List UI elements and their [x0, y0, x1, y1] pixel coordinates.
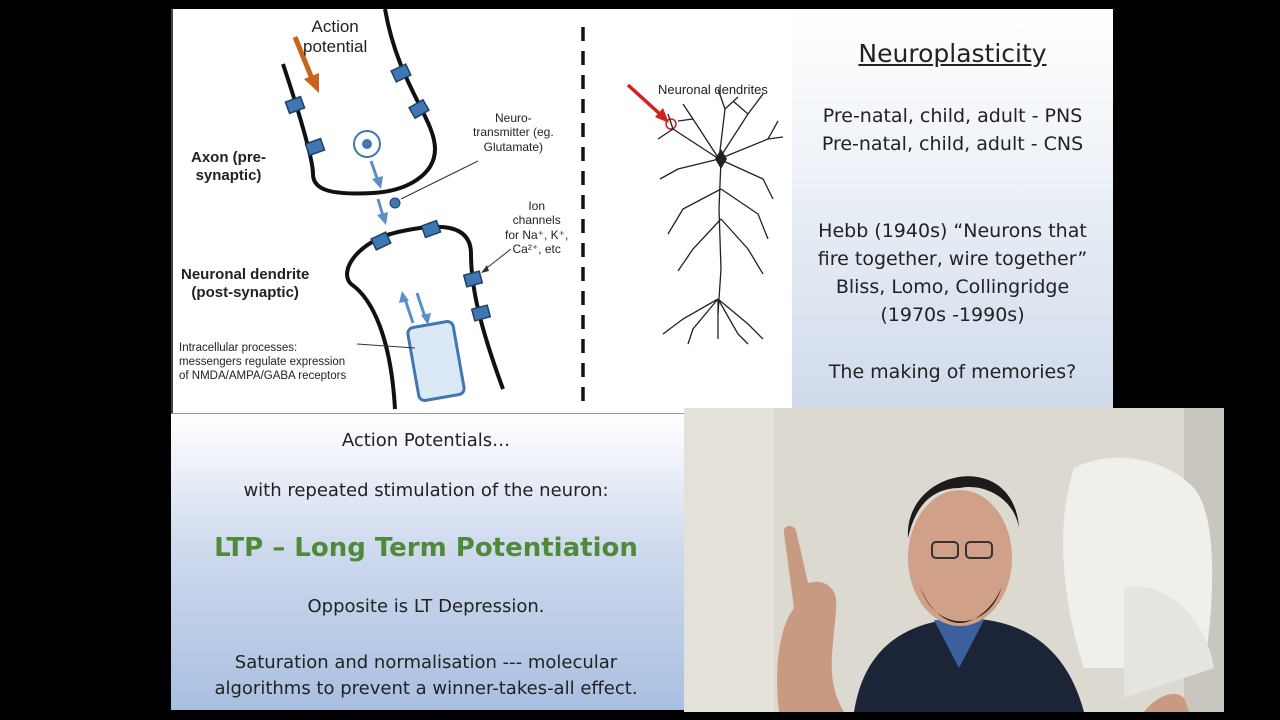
- face: [908, 490, 1012, 626]
- hair: [907, 476, 1019, 538]
- neuronal-dendrites-label: Neuronal dendrites: [658, 82, 768, 97]
- jacket: [854, 618, 1084, 712]
- ion-channel: [390, 63, 412, 83]
- opposite-line: Opposite is LT Depression.: [307, 596, 545, 617]
- pillow-shadow: [1124, 586, 1214, 698]
- label-line: Action: [311, 17, 359, 36]
- ion-channel: [370, 231, 392, 251]
- down-arrowhead: [421, 313, 431, 325]
- label-line: potential: [303, 37, 368, 57]
- glasses-left: [931, 541, 959, 559]
- up-down-arrow: [415, 292, 427, 318]
- action-potential-arrow: [292, 36, 316, 82]
- memories-line: The making of memories?: [828, 361, 1077, 383]
- synapse-drawing: [281, 9, 784, 410]
- up-down-arrow: [403, 298, 415, 324]
- label-line: Ion: [528, 199, 546, 213]
- red-arrow: [626, 83, 663, 117]
- hebb-line-1: Hebb (1940s) “Neurons that: [818, 220, 1087, 242]
- raised-hand: [777, 526, 844, 712]
- red-circle: [665, 118, 677, 130]
- dendrite-label: Neuronal dendrite (post-synaptic): [181, 266, 309, 302]
- bliss-line-2: (1970s -1990s): [880, 304, 1025, 326]
- ion-channel: [470, 304, 492, 322]
- release-arrowhead: [372, 176, 383, 189]
- ion-channel: [284, 95, 306, 115]
- webcam-video: [684, 408, 1224, 712]
- glasses-right: [965, 541, 993, 559]
- action-potential-arrowhead: [304, 73, 319, 93]
- label-line: Neuro-: [495, 111, 532, 125]
- neurotransmitter-molecule: [389, 197, 401, 209]
- ion-channels-label: Ion channels for Na⁺, K⁺, Ca²⁺, etc: [505, 199, 568, 257]
- hebb-line-2: fire together, wire together”: [817, 248, 1088, 270]
- ltp-heading: LTP – Long Term Potentiation: [214, 533, 638, 563]
- pns-line: Pre-natal, child, adult - PNS: [822, 105, 1083, 127]
- label-line: Glutamate): [483, 139, 544, 154]
- neurotransmitter-label: Neuro- transmitter (eg. Glutamate): [473, 111, 554, 154]
- pointer-arrowhead: [481, 265, 489, 273]
- ion-channel: [304, 137, 326, 157]
- red-arrowhead: [655, 108, 669, 123]
- label-line: for Na⁺, K⁺,: [505, 227, 569, 242]
- release-arrow: [376, 198, 385, 217]
- cns-line: Pre-natal, child, adult - CNS: [821, 133, 1084, 155]
- neuron-drawing: [657, 88, 784, 345]
- ion-channel: [420, 219, 442, 239]
- webcam-scene: [684, 408, 1224, 712]
- action-potential-label: Action potential: [303, 17, 367, 58]
- neuron-soma: [715, 149, 727, 169]
- up-arrowhead: [399, 291, 409, 303]
- saturation-line-1: Saturation and normalisation --- molecul…: [234, 652, 618, 673]
- axon-label: Axon (pre- synaptic): [191, 149, 266, 185]
- label-line: Ca²⁺, etc: [512, 242, 561, 257]
- pointer-line: [356, 343, 416, 349]
- other-hand: [1144, 693, 1189, 712]
- neuroplasticity-panel: Neuroplasticity Pre-natal, child, adult …: [792, 9, 1113, 409]
- label-line: messengers regulate expression: [179, 355, 346, 368]
- intracellular-compartment: [406, 320, 466, 402]
- label-line: channels: [512, 213, 561, 228]
- label-line: synaptic): [195, 167, 262, 184]
- ion-channel: [408, 98, 430, 120]
- vesicle-core: [362, 139, 372, 149]
- label-line: Intracellular processes:: [179, 342, 298, 354]
- label-line: of NMDA/AMPA/GABA receptors: [179, 369, 347, 382]
- label-line: transmitter (eg.: [473, 125, 554, 140]
- label-line: Axon (pre-: [191, 149, 266, 166]
- repeated-stimulation-line: with repeated stimulation of the neuron:: [243, 480, 609, 501]
- panel-title: Neuroplasticity: [858, 39, 1047, 68]
- label-line: Neuronal dendrite: [181, 266, 310, 283]
- ion-channel: [462, 270, 484, 288]
- bliss-line-1: Bliss, Lomo, Collingridge: [835, 276, 1070, 298]
- dendrite-membrane: [345, 224, 505, 410]
- saturation-line-2: algorithms to prevent a winner-takes-all…: [214, 678, 638, 699]
- release-arrow: [369, 160, 380, 182]
- synapse-diagram: Action potential Axon (pre- synaptic) Ne…: [171, 9, 790, 414]
- pointer-line: [400, 160, 479, 200]
- shirt-collar: [934, 620, 984, 668]
- release-arrowhead: [377, 212, 388, 225]
- intracellular-label: Intracellular processes: messengers regu…: [179, 342, 346, 383]
- label-line: (post-synaptic): [191, 284, 299, 301]
- action-potentials-line: Action Potentials…: [341, 430, 511, 451]
- left-wall: [684, 408, 774, 712]
